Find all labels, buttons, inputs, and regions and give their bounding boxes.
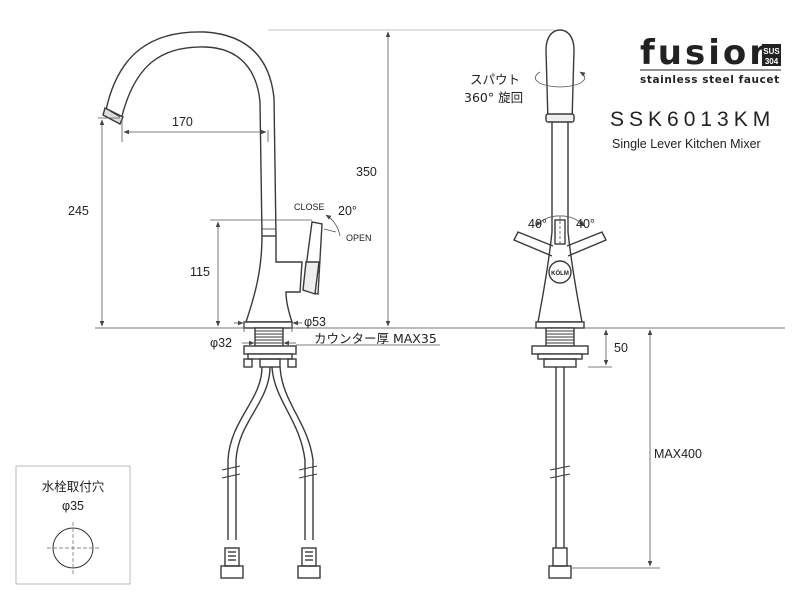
dim-total-height: 350 <box>356 165 377 179</box>
dim-counter-thickness: カウンター厚 MAX35 <box>314 331 437 346</box>
front-spout-nozzle <box>545 113 575 123</box>
logo-wordmark: fusion <box>640 33 776 73</box>
logo-badge <box>762 44 781 66</box>
label-spout-rotation-2: 360° 旋回 <box>464 90 523 105</box>
mounting-nut <box>243 345 297 355</box>
spout-outer <box>105 31 277 237</box>
hose-right <box>271 366 306 540</box>
dim-lever-angle: 20° <box>338 204 357 218</box>
hose-left <box>227 366 263 540</box>
logo-badge-bottom: 304 <box>765 57 779 66</box>
mounting-hole-title: 水栓取付穴 <box>42 479 105 494</box>
label-lever-open: OPEN <box>346 233 372 243</box>
side-view-dimensions <box>98 29 555 346</box>
spout-nozzle <box>102 106 124 125</box>
product-name: Single Lever Kitchen Mixer <box>612 137 761 151</box>
dim-handle-right-angle: 40° <box>576 217 595 231</box>
side-view <box>102 31 323 579</box>
front-spout <box>545 29 575 123</box>
dim-handle-left-angle: 40° <box>528 217 547 231</box>
logo-badge-top: SUS <box>763 47 780 56</box>
dim-spout-height: 245 <box>68 204 89 218</box>
product-model: SSK6013KM <box>610 108 775 131</box>
label-spout-rotation-1: スパウト <box>470 72 520 87</box>
mounting-hole-diameter: φ35 <box>62 499 84 513</box>
front-view <box>513 29 607 579</box>
dim-hose-length: MAX400 <box>654 447 702 461</box>
mounting-hole-panel: 水栓取付穴 φ35 <box>15 465 131 585</box>
dim-base-diameter: φ53 <box>304 315 326 329</box>
front-body-badge <box>548 260 572 284</box>
label-lever-close: CLOSE <box>294 202 325 212</box>
logo-tagline: stainless steel faucet <box>640 74 780 86</box>
dim-spout-reach: 170 <box>172 115 193 129</box>
front-view-dimensions <box>535 71 660 569</box>
dim-shank-length: 50 <box>614 341 628 355</box>
spout-inner <box>121 46 263 237</box>
front-handle-right <box>566 231 607 257</box>
brand-logo: fusion SUS 304 stainless steel faucet <box>640 33 781 86</box>
front-body-label: KÖLM <box>551 270 569 277</box>
hose-fitting-right <box>297 547 321 579</box>
faucet-body <box>245 235 303 323</box>
dim-lever-height: 115 <box>190 265 210 279</box>
dim-shank-diameter: φ32 <box>210 336 232 350</box>
front-hose-fitting <box>548 547 572 579</box>
hose-fitting-left <box>220 547 244 579</box>
front-handle-left <box>513 231 554 257</box>
base-plate <box>243 321 293 329</box>
